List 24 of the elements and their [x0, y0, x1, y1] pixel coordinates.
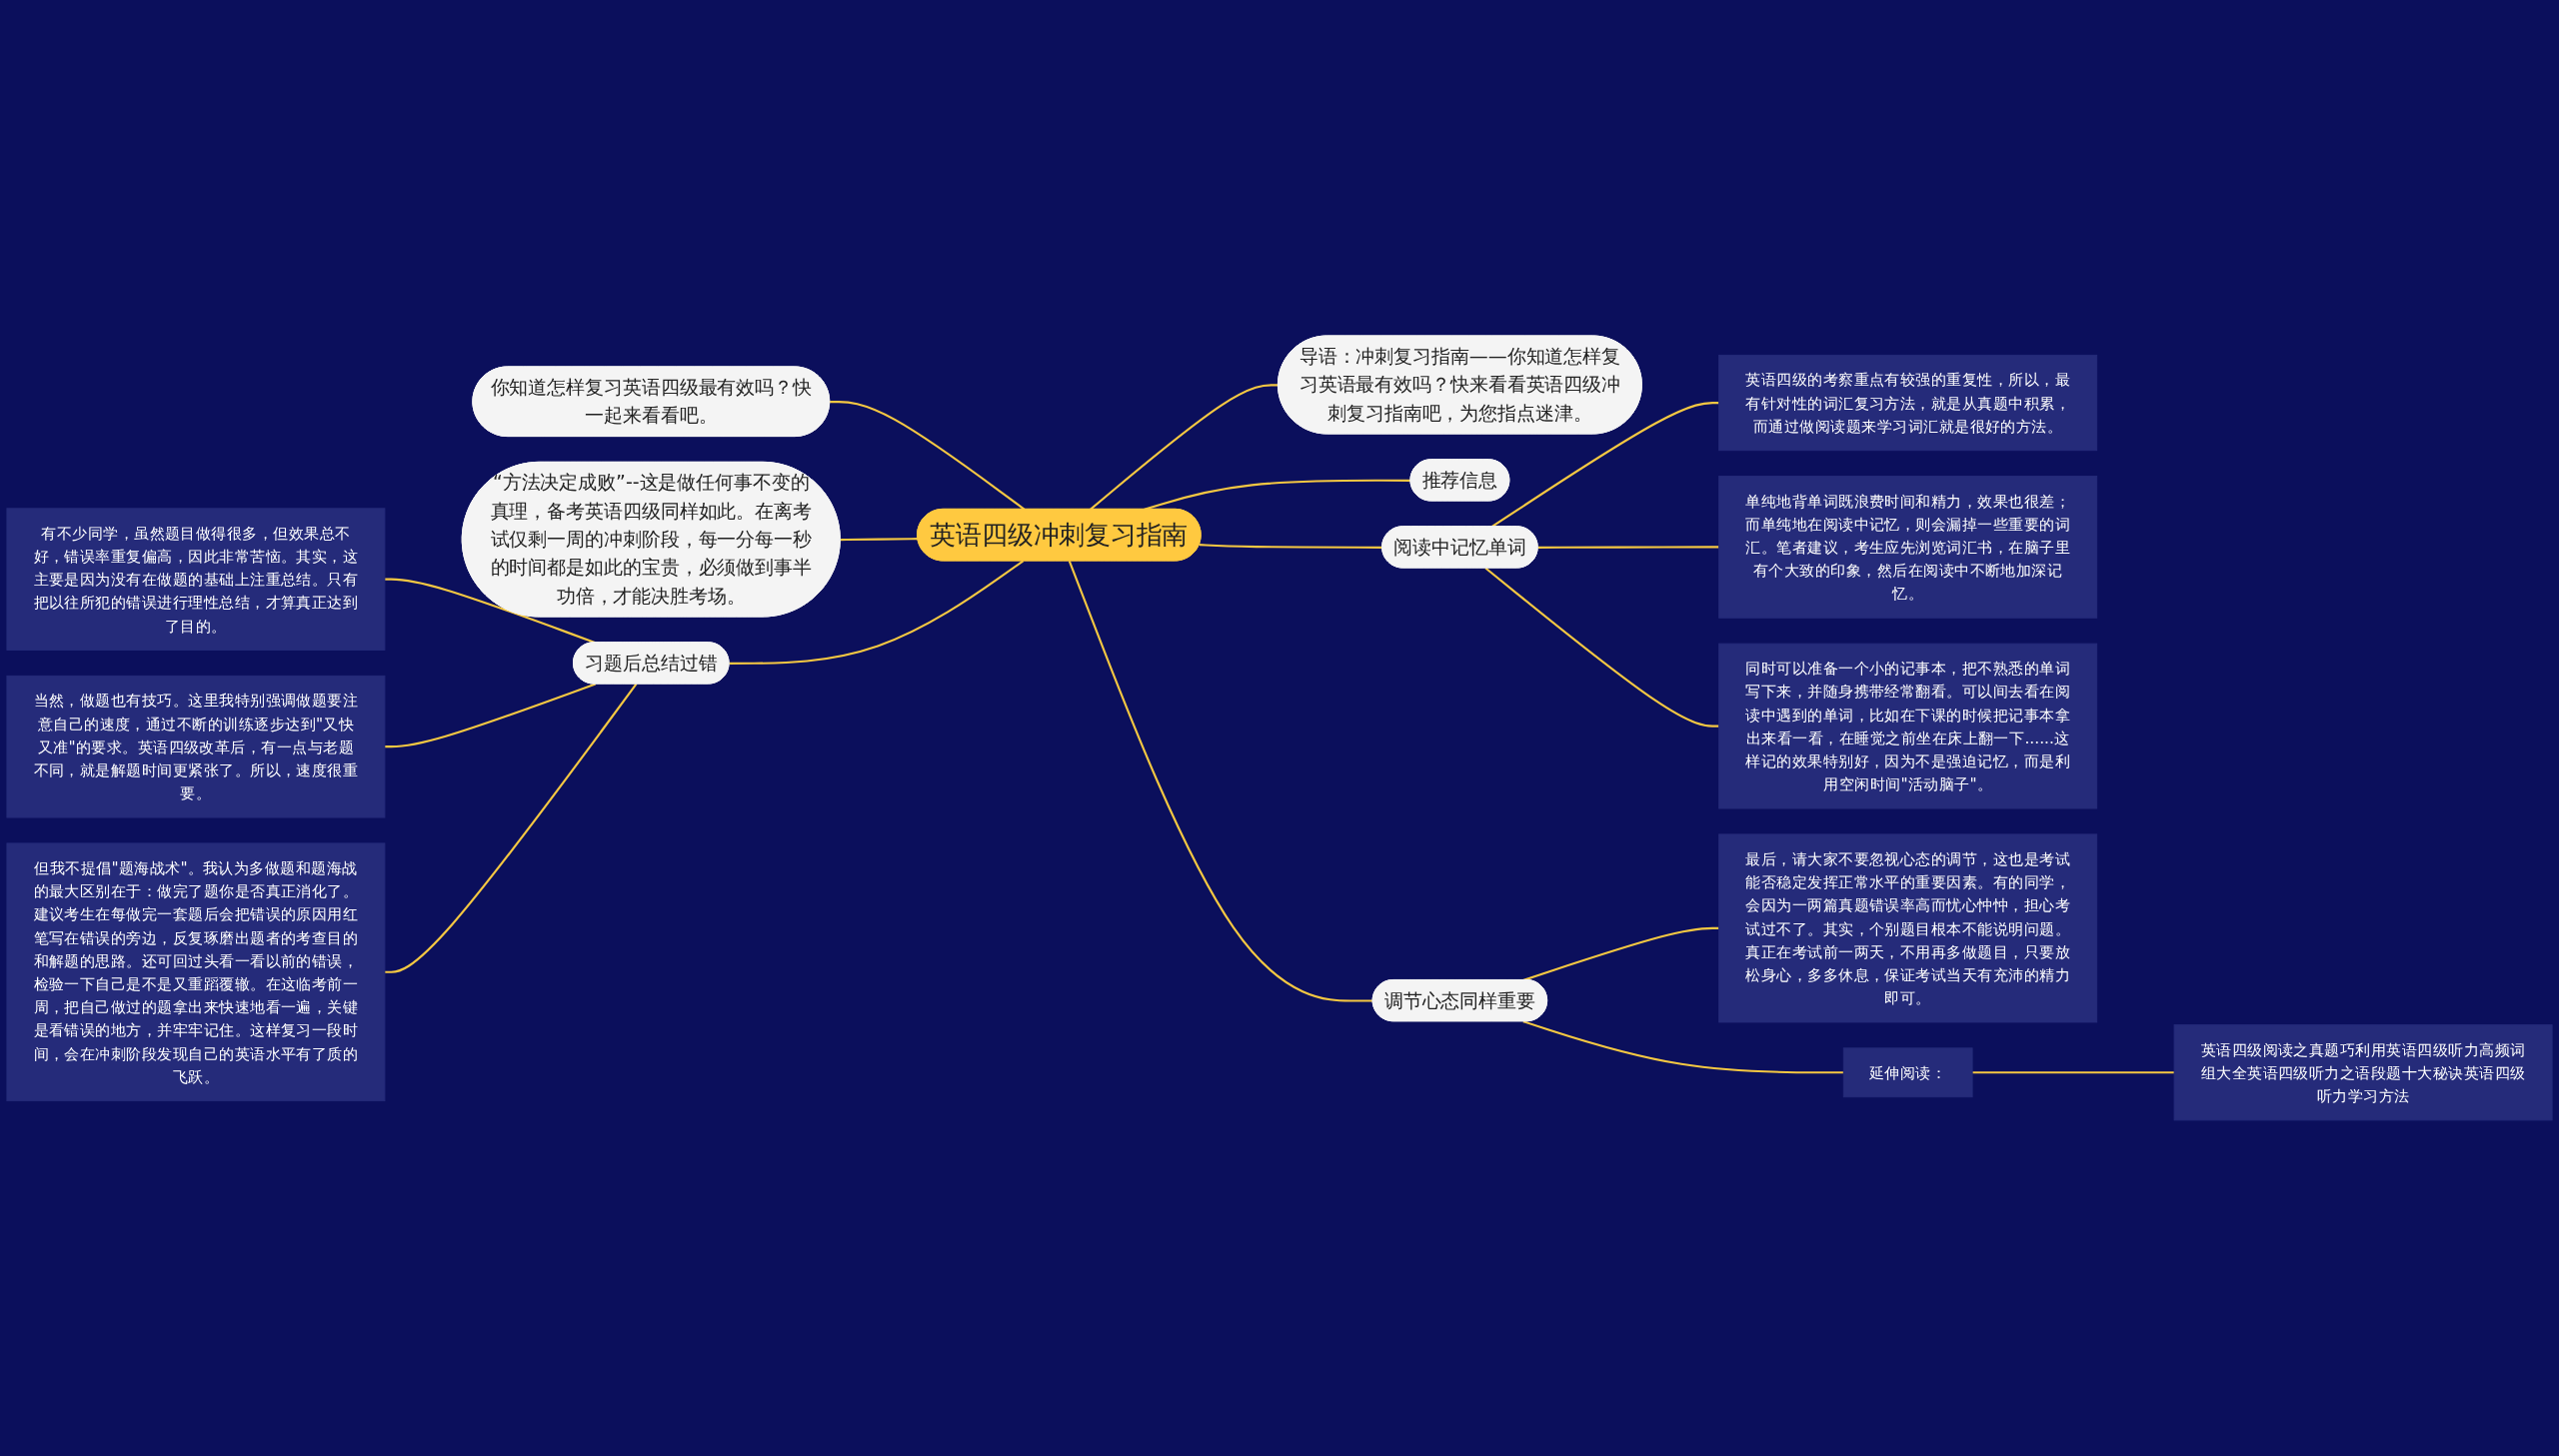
node-box: 延伸阅读： [1842, 1047, 1973, 1098]
node-box: 有不少同学，虽然题目做得很多，但效果总不好，错误率重复偏高，因此非常苦恼。其实，这主要是因为没有在做题的基础上注重总结。只有把以往所犯的错误进行理性总结，才算真正达到了目的。 [6, 508, 386, 651]
connector [1199, 544, 1383, 549]
connector [729, 560, 1025, 665]
node-box: 最后，请大家不要忽视心态的调节，这也是考试能否稳定发挥正常水平的重要因素。有的同学，会因为一两篇真题错误率高而忧心忡忡，担心考试过不了。其实，个别题目根本不能说明问题。真正在考试前一两天，不用再多做题目，只要放松身心，多多休息，保证考试当天有充沛的精力即可。 [1718, 833, 2098, 1023]
connector [840, 538, 919, 542]
connector [384, 683, 597, 748]
connector [830, 401, 1026, 511]
connector [1522, 926, 1719, 981]
node-box: 英语四级阅读之真题巧利用英语四级听力高频词组大全英语四级听力之语段题十大秘诀英语四级听力学习方法 [2173, 1024, 2553, 1121]
connector [384, 683, 638, 973]
node-box: 单纯地背单词既浪费时间和精力，效果也很差；而单纯地在阅读中记忆，则会漏掉一些重要的词汇。笔者建议，考生应先浏览词汇书，在脑子里有个大致的印象，然后在阅读中不断地加深记忆。 [1718, 476, 2098, 619]
connector [1090, 384, 1279, 511]
node-box: 同时可以准备一个小的记事本，把不熟悉的单词写下来，并随身携带经常翻看。可以间去看在阅读中遇到的单词，比如在下课的时候把记事本拿出来看一看，在睡觉之前坐在床上翻一下......这样记的效果特别好，因为不是强迫记忆，而是利用空闲时间"活动脑子"。 [1718, 643, 2098, 809]
connector [1144, 479, 1411, 511]
connector [1068, 561, 1373, 1002]
node-box: 但我不提倡"题海战术"。我认为多做题和题海战的最大区别在于：做完了题你是否真正消化了。建议考生在每做完一套题后会把错误的原因用红笔写在错误的旁边，反复琢磨出题者的考查目的和解题的思路。还可回过头看一看以前的错误，检验一下自己是不是又重蹈覆辙。在这临考前一周，把自己做过的题拿出来快速地看一遍，关键是看错误的地方，并牢牢记住。这样复习一段时间，会在冲刺阶段发现自己的英语水平有了质的飞跃。 [6, 842, 386, 1102]
node-box: 当然，做题也有技巧。这里我特别强调做题要注意自己的速度，通过不断的训练逐步达到"又快又准"的要求。英语四级改革后，有一点与老题不同，就是解题时间更紧张了。所以，速度很重要。 [6, 675, 386, 818]
connector [1972, 1071, 2175, 1074]
connector [1537, 546, 1719, 549]
connector [1484, 567, 1719, 728]
connector [384, 578, 597, 645]
node-box: 英语四级的考察重点有较强的重复性，所以，最有针对性的词汇复习方法，就是从真题中积累，而通过做阅读题来学习词汇就是很好的方法。 [1718, 354, 2098, 452]
connector [1522, 1020, 1844, 1074]
